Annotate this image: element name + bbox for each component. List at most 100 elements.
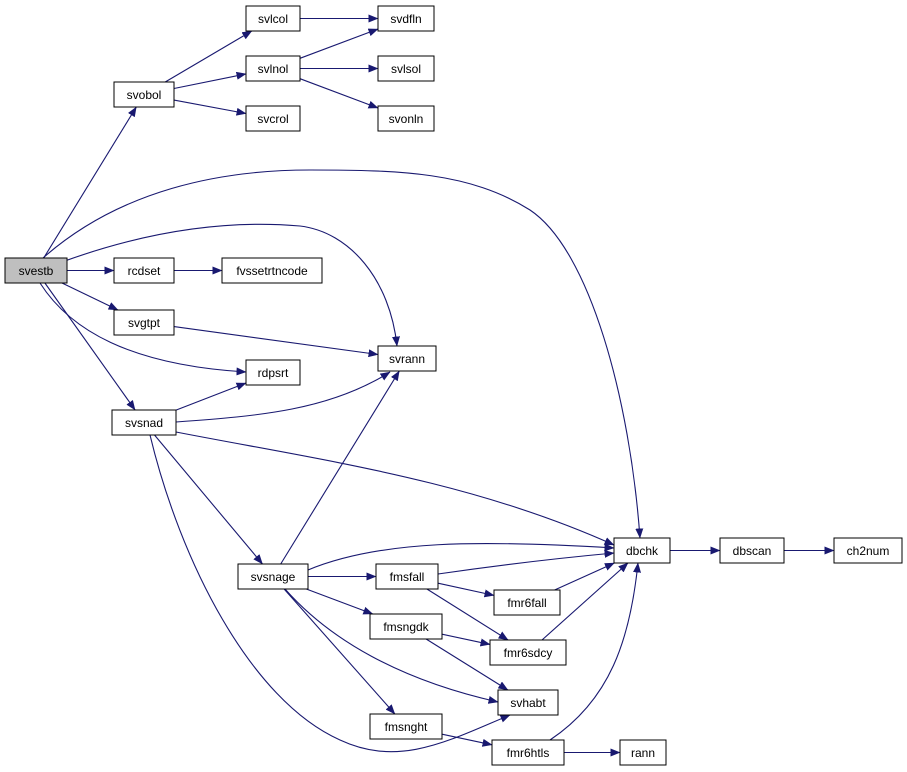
node-fvssetrtncode[interactable]: fvssetrtncode (221, 257, 323, 284)
node-box[interactable] (111, 409, 177, 436)
edge-svobol-to-svlnol (173, 71, 247, 90)
node-svcrol[interactable]: svcrol (245, 105, 301, 132)
node-box[interactable] (113, 257, 175, 284)
edge-fmsnght-to-fmr6htls (441, 733, 493, 747)
edge-fmsngdk-to-fmr6sdcy (441, 633, 491, 647)
node-fmsfall[interactable]: fmsfall (375, 563, 439, 590)
node-ch2num[interactable]: ch2num (833, 537, 903, 564)
node-label: dbscan (733, 544, 772, 558)
node-fmsnght[interactable]: fmsnght (369, 713, 443, 740)
node-box[interactable] (4, 257, 68, 284)
node-box[interactable] (113, 309, 175, 336)
node-dbchk[interactable]: dbchk (613, 537, 671, 564)
edge-arrow (44, 282, 136, 411)
edge-svsnad-to-svrann (175, 371, 391, 423)
node-box[interactable] (619, 739, 667, 766)
node-box[interactable] (377, 105, 435, 132)
edge-arrow (299, 78, 379, 109)
node-box[interactable] (369, 713, 443, 740)
node-svlcol[interactable]: svlcol (245, 5, 301, 32)
node-box[interactable] (613, 537, 671, 564)
node-fmsngdk[interactable]: fmsngdk (369, 613, 443, 640)
edge-arrow (283, 588, 396, 715)
node-fmr6htls[interactable]: fmr6htls (491, 739, 565, 766)
node-fmr6fall[interactable]: fmr6fall (493, 589, 561, 616)
node-label: svdfln (390, 12, 421, 26)
node-label: svlcol (258, 12, 288, 26)
node-svsnad[interactable]: svsnad (111, 409, 177, 436)
node-box[interactable] (377, 345, 437, 372)
node-svrann[interactable]: svrann (377, 345, 437, 372)
node-fmr6sdcy[interactable]: fmr6sdcy (489, 639, 567, 666)
edge-fmr6htls-to-dbchk (549, 562, 641, 741)
edge-layer (39, 14, 835, 757)
node-svgtpt[interactable]: svgtpt (113, 309, 175, 336)
edge-arrow (307, 542, 615, 571)
edge-fmsfall-to-fmr6sdcy (426, 588, 509, 641)
edge-arrow (175, 382, 247, 411)
node-svobol[interactable]: svobol (113, 81, 175, 108)
edge-arrow (437, 582, 495, 598)
node-box[interactable] (489, 639, 567, 666)
node-box[interactable] (497, 689, 559, 716)
edge-arrow (154, 434, 263, 565)
node-box[interactable] (245, 359, 301, 386)
edge-arrow (61, 223, 400, 347)
node-box[interactable] (491, 739, 565, 766)
edge-svsnad-to-rdpsrt (175, 382, 247, 411)
node-svhabt[interactable]: svhabt (497, 689, 559, 716)
edge-svlnol-to-svonln (299, 78, 379, 109)
node-svsnage[interactable]: svsnage (237, 563, 309, 590)
node-rann[interactable]: rann (619, 739, 667, 766)
node-label: rdpsrt (258, 366, 289, 380)
edge-arrow (284, 588, 499, 704)
node-box[interactable] (377, 55, 435, 82)
node-box[interactable] (237, 563, 309, 590)
node-box[interactable] (493, 589, 561, 616)
edge-arrow (549, 562, 641, 741)
node-label: svonln (389, 112, 424, 126)
node-box[interactable] (245, 5, 301, 32)
node-svonln[interactable]: svonln (377, 105, 435, 132)
edge-arrow (43, 106, 137, 259)
node-rdpsrt[interactable]: rdpsrt (245, 359, 301, 386)
edge-fmr6sdcy-to-dbchk (541, 562, 629, 641)
edge-svsnad-to-svhabt (149, 434, 511, 753)
node-label: fmr6fall (507, 596, 546, 610)
edge-svestb-to-svgtpt (61, 282, 119, 311)
node-svlsol[interactable]: svlsol (377, 55, 435, 82)
node-box[interactable] (245, 55, 301, 82)
edge-svsnage-to-svhabt (284, 588, 499, 704)
node-svestb[interactable]: svestb (4, 257, 68, 284)
edge-svsnad-to-svsnage (154, 434, 263, 565)
node-layer: svestb svobol svlcol svdfln svlnol svlsol svon… (4, 5, 903, 766)
edge-svsnage-to-dbchk (307, 542, 615, 571)
node-box[interactable] (719, 537, 785, 564)
node-rcdset[interactable]: rcdset (113, 257, 175, 284)
node-box[interactable] (377, 5, 435, 32)
edge-arrow (42, 169, 644, 539)
edge-svgtpt-to-svrann (173, 326, 379, 358)
edge-arrow (299, 28, 379, 59)
node-box[interactable] (221, 257, 323, 284)
node-box[interactable] (113, 81, 175, 108)
node-label: svhabt (510, 696, 546, 710)
node-box[interactable] (833, 537, 903, 564)
node-box[interactable] (369, 613, 443, 640)
edge-fmsfall-to-fmr6fall (437, 582, 495, 598)
node-box[interactable] (375, 563, 439, 590)
node-label: svrann (389, 352, 425, 366)
edge-svestb-to-svobol (43, 106, 137, 259)
edge-svestb-to-svsnad (44, 282, 136, 411)
node-box[interactable] (245, 105, 301, 132)
node-svlnol[interactable]: svlnol (245, 55, 301, 82)
edge-arrow (280, 370, 400, 565)
node-svdfln[interactable]: svdfln (377, 5, 435, 32)
node-label: dbchk (626, 544, 659, 558)
edge-svsnage-to-svrann (280, 370, 400, 565)
node-label: svlnol (258, 62, 289, 76)
edge-arrow (61, 282, 119, 311)
node-dbscan[interactable]: dbscan (719, 537, 785, 564)
node-label: fmr6sdcy (504, 646, 553, 660)
node-label: rann (631, 746, 655, 760)
